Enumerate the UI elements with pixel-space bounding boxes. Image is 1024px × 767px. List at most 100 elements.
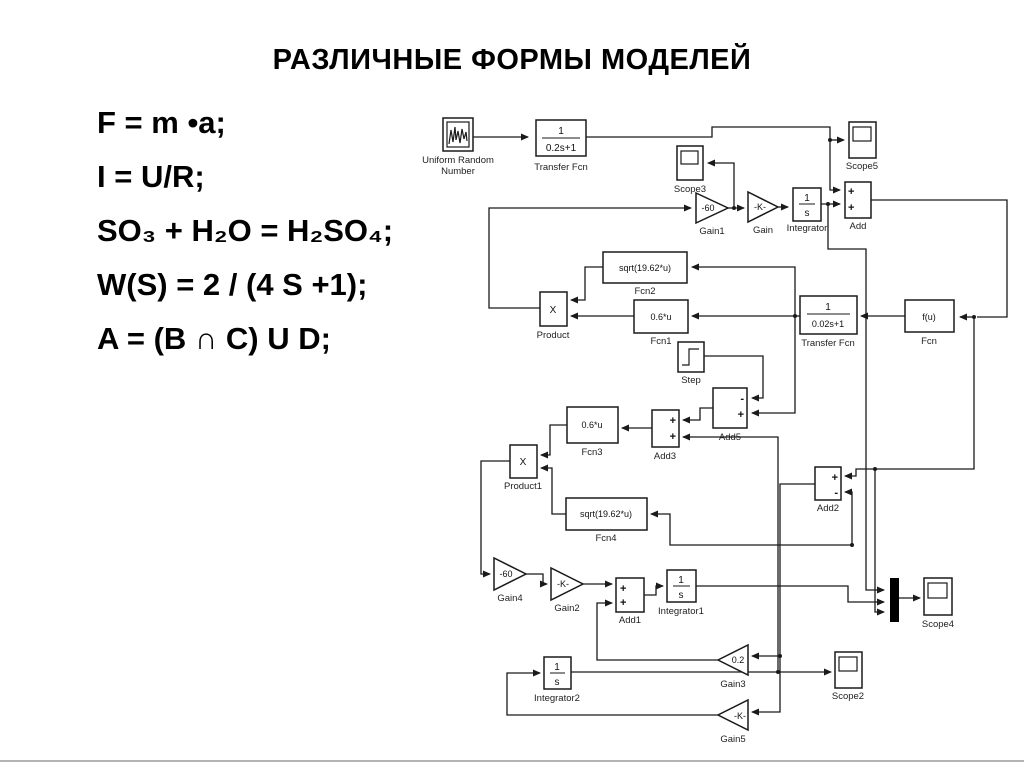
formula-line-2: I = U/R; — [97, 159, 205, 194]
wire — [570, 266, 603, 304]
wire — [870, 199, 1008, 318]
integrator-block: 1 s Integrator — [787, 187, 827, 234]
svg-text:Scope3: Scope3 — [674, 184, 706, 195]
svg-text:Step: Step — [681, 375, 701, 386]
svg-text:1: 1 — [804, 193, 810, 204]
svg-text:-K-: -K- — [557, 579, 569, 589]
wire — [829, 140, 841, 194]
wire — [586, 126, 831, 140]
svg-text:0.02s+1: 0.02s+1 — [812, 319, 844, 329]
wire — [596, 599, 718, 661]
wire — [751, 316, 796, 417]
svg-text:Fcn: Fcn — [921, 336, 937, 347]
svg-text:-K-: -K- — [754, 202, 766, 212]
svg-text:+: + — [738, 409, 744, 421]
svg-text:1: 1 — [678, 575, 684, 586]
svg-text:Add5: Add5 — [719, 432, 741, 443]
fcn-block: f(u) Fcn — [904, 299, 955, 347]
svg-text:Integrator1: Integrator1 — [658, 606, 704, 617]
svg-text:Gain2: Gain2 — [554, 603, 579, 614]
wire — [526, 573, 548, 588]
scope2-block: Scope2 — [832, 651, 864, 702]
wire — [480, 460, 510, 578]
formula-list: F = m •a; I = U/R; SO₃ + H₂O = H₂SO₄; W(… — [97, 96, 393, 366]
svg-text:Fcn2: Fcn2 — [634, 286, 655, 297]
gain4-block: -60 Gain4 — [493, 556, 528, 604]
svg-text:X: X — [520, 457, 527, 468]
svg-text:Add: Add — [850, 221, 867, 232]
gain2-block: -K- Gain2 — [550, 566, 585, 614]
svg-text:sqrt(19.62*u): sqrt(19.62*u) — [619, 263, 671, 273]
wire — [751, 483, 815, 660]
wire — [875, 317, 975, 470]
junction-dot — [972, 315, 976, 319]
wires — [472, 126, 1008, 716]
wire — [540, 424, 567, 459]
mux-block — [890, 578, 899, 622]
svg-text:-60: -60 — [499, 569, 512, 579]
wire — [844, 488, 853, 545]
svg-text:1: 1 — [554, 662, 560, 673]
svg-text:+: + — [620, 583, 626, 595]
svg-text:Gain: Gain — [753, 225, 773, 236]
gain3-block: 0.2 Gain3 — [716, 643, 749, 690]
wire — [644, 582, 664, 596]
formula-line-3: SO₃ + H₂O = H₂SO₄; — [97, 213, 394, 248]
svg-text:s: s — [805, 208, 810, 219]
add2-block: + - Add2 — [814, 466, 842, 514]
svg-text:Add3: Add3 — [654, 451, 676, 462]
wire — [691, 263, 796, 316]
formula-line-5: A = (B ∩ C) U D; — [97, 321, 331, 356]
gain5-block: -K- Gain5 — [716, 698, 749, 745]
add5-block: - + Add5 — [712, 387, 748, 443]
fcn3-block: 0.6*u Fcn3 — [566, 406, 619, 458]
wire — [682, 433, 779, 672]
junction-dot — [828, 138, 832, 142]
svg-text:Fcn3: Fcn3 — [581, 447, 602, 458]
scope-screen-icon — [680, 150, 699, 165]
scope5-block: Scope5 — [846, 121, 878, 172]
svg-text:Fcn1: Fcn1 — [650, 336, 671, 347]
scope3-block: Scope3 — [674, 145, 706, 195]
wire — [488, 204, 692, 309]
junction-dot — [778, 654, 782, 658]
svg-text:Add1: Add1 — [619, 615, 641, 626]
svg-text:Product: Product — [537, 330, 570, 341]
wire — [540, 464, 566, 515]
add3-block: + + Add3 — [651, 409, 680, 462]
formula-line-4: W(S) = 2 / (4 S +1); — [97, 267, 368, 302]
svg-text:Gain4: Gain4 — [497, 593, 522, 604]
wire — [874, 469, 885, 616]
gain1-block: -60 Gain1 — [695, 191, 730, 237]
slide-bottom-border — [0, 760, 1024, 762]
formula-line-1: F = m •a; — [97, 105, 226, 140]
svg-text:Scope2: Scope2 — [832, 691, 864, 702]
svg-text:Uniform Random: Uniform Random — [422, 155, 494, 166]
svg-text:+: + — [670, 431, 676, 443]
transfer-fcn-block: 1 0.2s+1 Transfer Fcn — [534, 119, 588, 173]
svg-text:-60: -60 — [701, 203, 714, 213]
svg-text:0.6*u: 0.6*u — [581, 420, 602, 430]
svg-text:0.2: 0.2 — [732, 655, 745, 665]
product-block: X Product — [537, 291, 570, 341]
uniform-random-number-block: Uniform Random Number — [422, 117, 494, 177]
svg-text:X: X — [550, 305, 557, 316]
scope-screen-icon — [927, 582, 948, 599]
wire — [682, 407, 713, 424]
wire — [650, 510, 852, 546]
wire — [506, 669, 718, 716]
svg-text:-: - — [834, 487, 838, 499]
svg-text:1: 1 — [825, 302, 831, 313]
add1-block: + + Add1 — [615, 577, 645, 626]
step-block: Step — [677, 341, 705, 386]
gain-block: -K- Gain — [747, 190, 780, 236]
product1-block: X Product1 — [504, 444, 542, 492]
svg-text:+: + — [848, 202, 854, 214]
svg-text:Transfer Fcn: Transfer Fcn — [801, 338, 855, 349]
svg-text:1: 1 — [558, 126, 564, 137]
wire — [696, 585, 885, 606]
transfer-fcn2-block: 1 0.02s+1 Transfer Fcn — [799, 295, 858, 349]
svg-text:f(u): f(u) — [922, 312, 936, 322]
junction-dot — [873, 467, 877, 471]
